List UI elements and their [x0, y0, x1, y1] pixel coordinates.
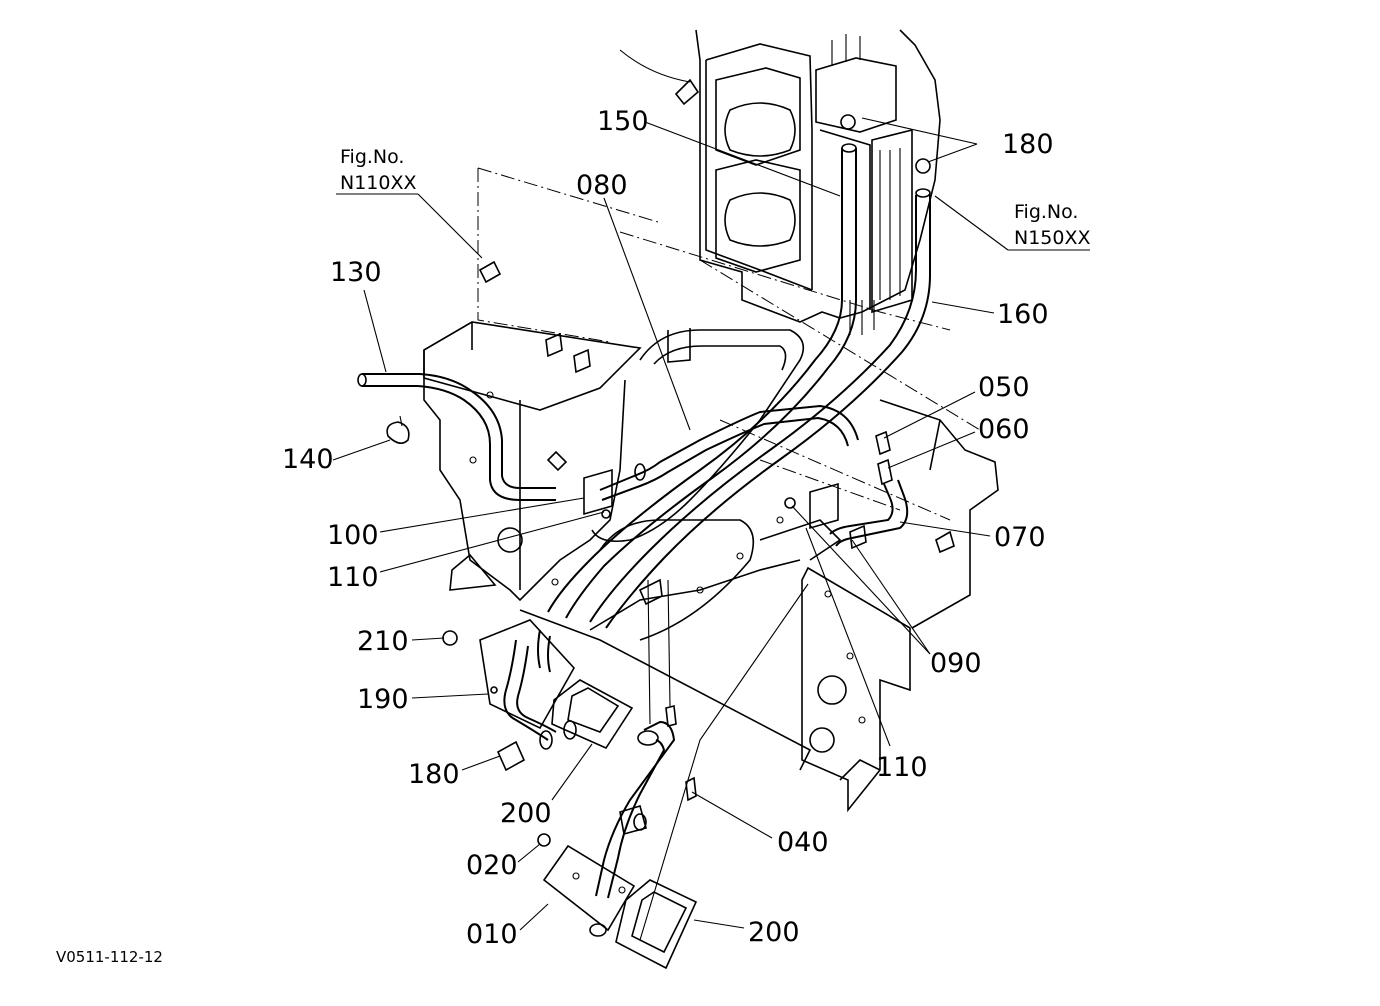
figure-ref-n150xx: Fig.No. N150XX: [934, 195, 1091, 251]
callout-200: 200: [500, 798, 552, 829]
callout-190: 190: [357, 684, 409, 715]
document-ref: V0511-112-12: [56, 948, 163, 966]
clamp-170-a-icon: [840, 114, 856, 130]
callout-060: 060: [978, 414, 1030, 445]
figure-ref-title: Fig.No.: [1014, 201, 1078, 223]
callout-150: 150: [597, 106, 649, 137]
callout-110: 110: [327, 562, 379, 593]
callout-130: 130: [330, 257, 382, 288]
nut-210-icon: [442, 630, 458, 646]
callout-180: 180: [408, 759, 460, 790]
lower-centre-assembly: [537, 579, 809, 970]
plate-010: [542, 844, 636, 932]
figure-ref-title: Fig.No.: [340, 146, 404, 168]
callout-040: 040: [777, 827, 829, 858]
nut-020-icon: [537, 833, 551, 847]
callout-110: 110: [876, 752, 928, 783]
callout-170: 180: [1002, 129, 1054, 160]
callout-140: 140: [282, 444, 334, 475]
left-panel: [423, 167, 659, 602]
heater-unit: [619, 29, 941, 335]
clamp-170-b-icon: [915, 158, 931, 174]
clamp-140-icon: [386, 421, 410, 444]
callout-070: 070: [994, 522, 1046, 553]
callout-010: 010: [466, 919, 518, 950]
figure-ref-n110xx: Fig.No. N110XX: [336, 146, 483, 259]
callout-090: 090: [930, 648, 982, 679]
callout-labels: 150 180 080 130 160 050 060 140 100 070 …: [282, 106, 1054, 950]
gasket-200-b: [615, 879, 698, 970]
floor-frame: [519, 231, 981, 771]
callout-100: 100: [327, 520, 379, 551]
plate-190: [479, 619, 575, 730]
gasket-200-a: [551, 679, 634, 750]
callout-210: 210: [357, 626, 409, 657]
pipe-130: [357, 373, 556, 501]
callout-050: 050: [978, 372, 1030, 403]
fitting-180: [496, 740, 526, 772]
lower-left-assembly: [442, 619, 634, 772]
callout-080: 080: [576, 170, 628, 201]
callout-160: 160: [997, 299, 1049, 330]
small-hoses: [784, 430, 909, 547]
figure-ref-code: N150XX: [1014, 227, 1091, 249]
figure-ref-code: N110XX: [340, 172, 417, 194]
callout-200: 200: [748, 917, 800, 948]
bolt-040-icon: [685, 776, 697, 802]
leader-lines: [332, 117, 995, 931]
heater-hoses: [547, 114, 931, 629]
callout-020: 020: [466, 850, 518, 881]
right-panel: [801, 399, 999, 813]
